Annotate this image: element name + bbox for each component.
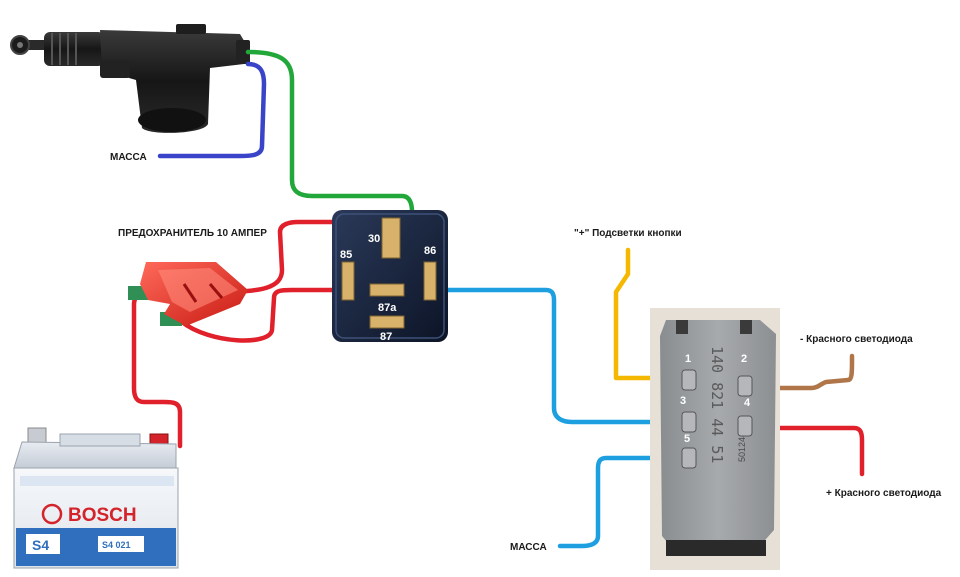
relay-pin-85-label: 85 bbox=[340, 249, 352, 261]
switch-pin-2 bbox=[737, 375, 753, 397]
relay-pin-30-terminal bbox=[381, 217, 401, 259]
label-led-plus: + Красного светодиода bbox=[826, 488, 942, 499]
relay-pin-87-label: 87 bbox=[380, 331, 392, 343]
wire-switch-5-ground bbox=[557, 455, 689, 549]
switch-pin-1-label: 1 bbox=[685, 353, 691, 365]
battery-subcode: S4 021 bbox=[102, 540, 131, 550]
wire-led-plus-switch-4 bbox=[747, 425, 865, 477]
fuse-10a bbox=[128, 262, 248, 326]
bosch-logo-icon bbox=[41, 503, 63, 525]
window-switch: 140 821 44 51 501244 1 2 3 4 5 bbox=[650, 308, 780, 570]
switch-pin-4-label: 4 bbox=[744, 397, 751, 409]
label-massa-bottom: МАССА bbox=[510, 542, 547, 553]
wire-actuator-relay-87 bbox=[245, 49, 415, 319]
switch-pin-3 bbox=[681, 411, 697, 433]
switch-pin-4 bbox=[737, 415, 753, 437]
wire-led-minus-switch-2 bbox=[747, 353, 855, 391]
battery-model: S4 bbox=[32, 537, 49, 553]
label-led-minus: - Красного светодиода bbox=[800, 334, 913, 345]
wire-backlight-switch-1 bbox=[613, 247, 689, 381]
relay-pin-86-label: 86 bbox=[424, 245, 436, 257]
switch-pin-1 bbox=[681, 369, 697, 391]
wire-relay-86-switch-3 bbox=[427, 287, 689, 425]
relay-pin-87a-terminal bbox=[369, 283, 405, 297]
switch-pin-3-label: 3 bbox=[680, 395, 686, 407]
switch-side-code: 501244 bbox=[737, 432, 747, 462]
battery-brand: BOSCH bbox=[68, 505, 137, 526]
switch-pin-5 bbox=[681, 447, 697, 469]
wire-actuator-ground bbox=[157, 61, 267, 159]
wire-fuse-relay-30 bbox=[215, 219, 387, 295]
relay-pin-85-terminal bbox=[341, 261, 355, 301]
label-fuse: ПРЕДОХРАНИТЕЛЬ 10 АМПЕР bbox=[118, 228, 267, 239]
wire-fuse-relay-85 bbox=[179, 287, 349, 343]
label-button-backlight: "+" Подсветки кнопки bbox=[574, 228, 682, 239]
switch-part-number: 140 821 44 51 bbox=[708, 346, 726, 463]
switch-pin-5-label: 5 bbox=[684, 433, 690, 445]
label-massa-top: МАССА bbox=[110, 152, 147, 163]
relay-pin-30-label: 30 bbox=[368, 233, 380, 245]
relay-pin-86-terminal bbox=[423, 261, 437, 301]
relay-pin-87a-label: 87a bbox=[378, 302, 397, 314]
relay-pin-87-terminal bbox=[369, 315, 405, 329]
door-lock-actuator bbox=[10, 24, 250, 133]
switch-pin-2-label: 2 bbox=[741, 353, 747, 365]
battery: BOSCH S4 S4 021 bbox=[13, 427, 179, 569]
relay: 30 85 86 87a 87 bbox=[332, 210, 448, 343]
